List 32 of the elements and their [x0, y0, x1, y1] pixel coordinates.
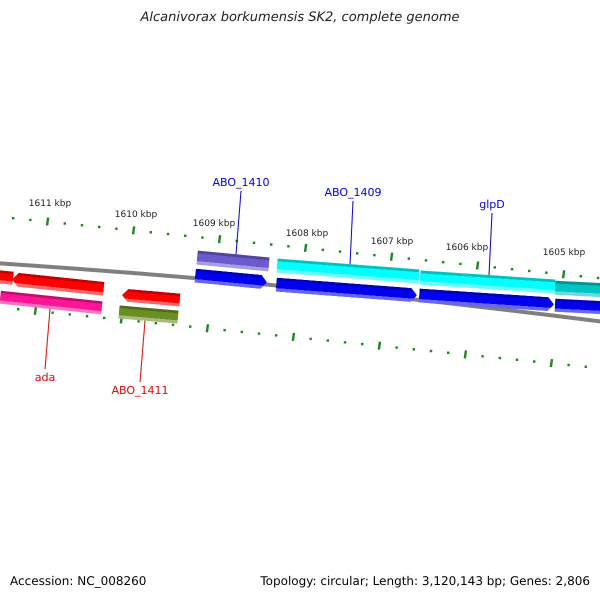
gene-bar	[276, 258, 420, 284]
scale-label: 1610 kbp	[114, 211, 158, 220]
gene-bar	[0, 270, 14, 284]
leader-line	[350, 200, 354, 265]
scale-label: 1607 kbp	[370, 238, 414, 247]
gene-bar	[0, 290, 102, 314]
gene-label: ABO_1411	[111, 385, 169, 396]
leader-line	[44, 308, 50, 370]
gene-feature-block	[12, 272, 104, 296]
gene-label: ABO_1409	[324, 187, 382, 198]
gene-bar	[554, 298, 600, 314]
leader-line	[488, 212, 492, 276]
leader-line	[236, 190, 242, 255]
scale-label: 1606 kbp	[446, 244, 488, 253]
gene-label: glpD	[479, 199, 505, 210]
gene-bar	[196, 250, 270, 272]
gene-feature-block	[275, 278, 417, 302]
genome-info-text: Topology: circular; Length: 3,120,143 bp; Genes: 2,806	[260, 575, 590, 587]
gene-bar	[118, 304, 178, 324]
title: Alcanivorax borkumensis SK2, complete genome	[140, 11, 460, 24]
gene-bar	[554, 280, 600, 298]
gene-bar	[419, 270, 555, 294]
leader-line	[140, 320, 146, 382]
scale-label: 1611 kbp	[28, 200, 72, 209]
gene-feature-block	[194, 268, 268, 290]
gene-label: ABO_1410	[212, 177, 270, 188]
gene-label: ada	[34, 372, 56, 383]
gene-feature-block	[122, 288, 180, 306]
scale-label: 1608 kbp	[286, 230, 328, 239]
accession-text: Accession: NC_008260	[10, 575, 146, 587]
scale-label: 1609 kbp	[192, 220, 236, 229]
scale-label: 1605 kbp	[542, 249, 586, 258]
